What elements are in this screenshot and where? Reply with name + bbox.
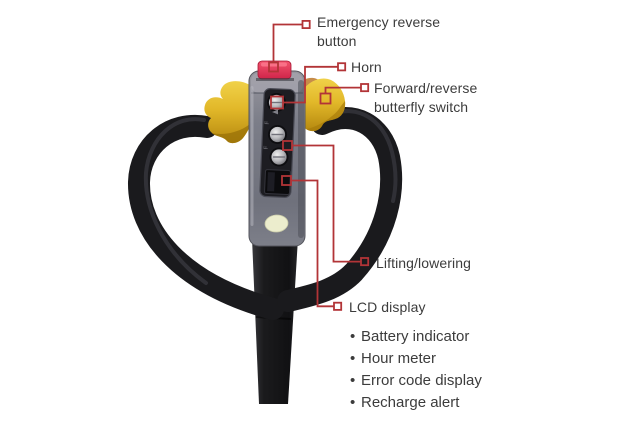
emergency-button-highlight	[261, 62, 287, 67]
marker-label-horn	[337, 62, 347, 72]
leader-line-emergency-reverse	[272, 23, 303, 63]
handle-loop-right	[277, 107, 403, 312]
bullet-icon: •	[350, 394, 356, 411]
label-emergency-reverse-button: Emergency reverse button	[317, 14, 441, 49]
leader-line-lcd	[291, 179, 334, 308]
bullet-icon: •	[350, 372, 356, 389]
annotation-leaders	[268, 19, 370, 311]
label-forward-reverse-butterfly-switch: Forward/reverse butterfly switch	[374, 80, 478, 115]
bullet-icon: •	[350, 350, 356, 367]
butterfly-switch-right-shade	[306, 101, 346, 132]
panel-mark-f1: F	[265, 120, 271, 124]
label-lifting-lowering: Lifting/lowering	[376, 255, 471, 271]
label-horn: Horn	[351, 59, 382, 75]
feature-hour-meter: Hour meter	[361, 350, 437, 367]
list-item: • Hour meter	[350, 348, 482, 370]
marker-label-lcd	[333, 301, 343, 311]
horn-glyph-icon	[272, 109, 278, 115]
butterfly-switch-left	[204, 81, 252, 144]
feature-battery-indicator: Battery indicator	[361, 328, 470, 345]
feature-error-code-display: Error code display	[361, 372, 482, 389]
lcd-feature-list: • Battery indicator • Hour meter • Error…	[350, 326, 482, 414]
lcd-reflection	[267, 172, 275, 192]
feature-recharge-alert: Recharge alert	[361, 394, 460, 411]
handle-loop-right-highlight	[328, 109, 398, 203]
list-item: • Battery indicator	[350, 326, 482, 348]
marker-label-emergency-reverse	[301, 19, 311, 29]
list-item: • Recharge alert	[350, 392, 482, 414]
leader-line-lifting-lowering	[292, 144, 361, 263]
panel-mark-f2: F	[264, 145, 270, 149]
control-head-left-highlight	[250, 86, 254, 226]
leader-line-forward-reverse	[324, 86, 361, 94]
leader-line-horn	[283, 65, 338, 104]
marker-label-forward-reverse	[360, 83, 370, 93]
tiller-shaft	[252, 238, 298, 404]
list-item: • Error code display	[350, 370, 482, 392]
marker-label-lifting-lowering	[360, 257, 370, 267]
handle-loop-left-highlight	[143, 117, 208, 285]
handle-loop-left	[127, 114, 284, 320]
butterfly-switch-left-shade	[212, 124, 250, 144]
emergency-button-shadow	[256, 78, 294, 81]
brand-logo	[264, 214, 289, 233]
bullet-icon: •	[350, 328, 356, 345]
control-head-right-shade	[298, 80, 304, 238]
label-lcd-display: LCD display	[349, 299, 426, 315]
